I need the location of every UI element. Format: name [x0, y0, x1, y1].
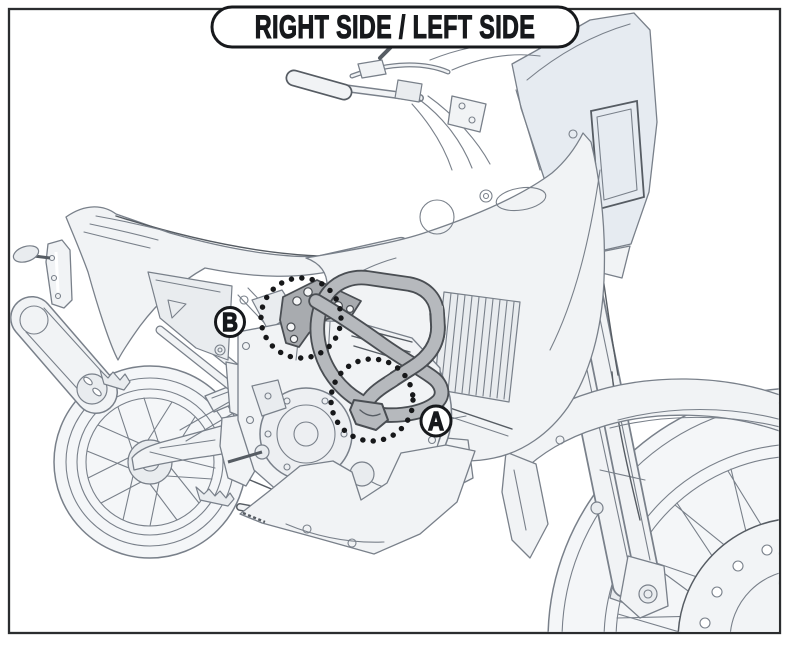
skid-plate	[239, 444, 476, 555]
windscreen	[511, 12, 658, 279]
title-banner: RIGHT SIDE / LEFT SIDE	[210, 5, 580, 49]
callout-a-letter: A	[428, 407, 444, 436]
fender-flap	[501, 451, 549, 559]
exhaust-muffler	[10, 296, 131, 414]
side-panel	[147, 271, 233, 361]
tank-emblem	[419, 199, 455, 235]
page-title: RIGHT SIDE / LEFT SIDE	[255, 9, 535, 44]
detail-circle-b	[258, 275, 344, 361]
title-pill	[210, 5, 580, 49]
engine	[227, 319, 453, 515]
detail-circle-a	[328, 356, 416, 444]
callout-b: B	[214, 306, 246, 338]
callout-a: A	[419, 404, 453, 438]
rear-turn-signal	[12, 245, 40, 263]
passenger-footpeg	[99, 369, 131, 391]
tail-bracket	[12, 239, 73, 309]
front-fender	[501, 378, 779, 559]
front-brake-disc	[677, 519, 779, 632]
handlebar-grip	[287, 71, 351, 99]
callout-b-letter: B	[222, 308, 238, 337]
motorcycle-illustration: B A	[10, 12, 779, 632]
rider-footpeg	[195, 486, 235, 507]
